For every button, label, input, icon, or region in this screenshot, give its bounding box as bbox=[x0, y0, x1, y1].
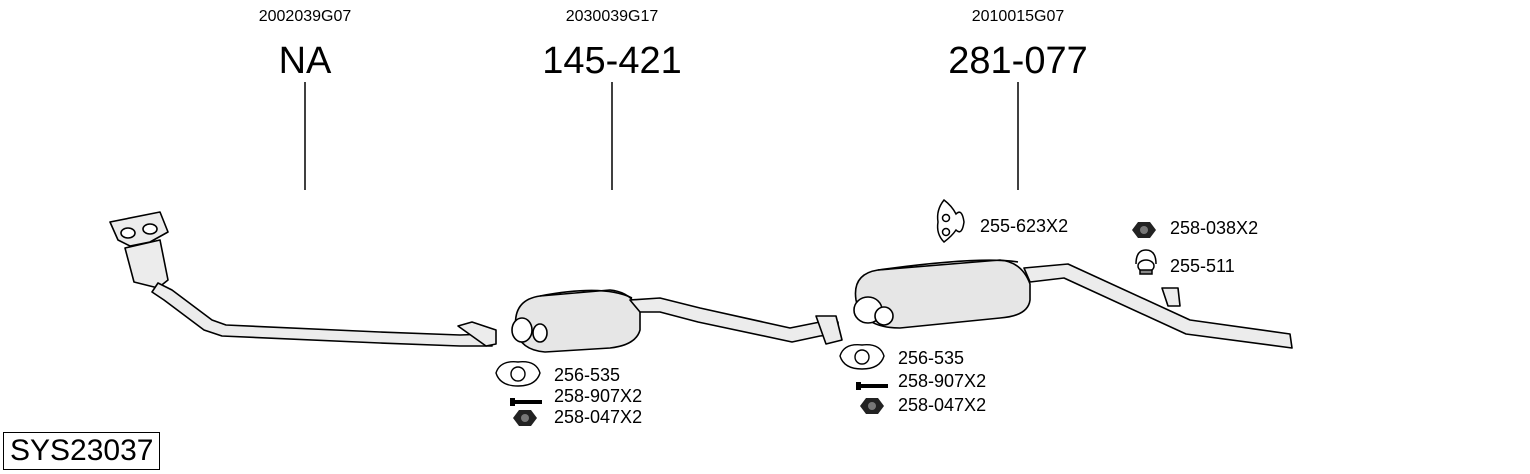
rear-nut-icon bbox=[860, 398, 884, 414]
rear-nut-label: 258-047X2 bbox=[898, 395, 987, 415]
front-gasket-label: 256-535 bbox=[554, 365, 621, 385]
front-pipe bbox=[109, 211, 497, 347]
oem-number-3: 2010015G07 bbox=[971, 8, 1065, 25]
nut-label: 258-038X2 bbox=[1170, 218, 1259, 238]
rubber-hanger-icon bbox=[936, 198, 965, 243]
rear-gasket-icon bbox=[839, 344, 885, 370]
rear-silencer bbox=[853, 259, 1293, 349]
front-bolt-label: 258-907X2 bbox=[554, 386, 643, 406]
front-nut-label: 258-047X2 bbox=[554, 407, 643, 427]
oem-number-2: 2030039G17 bbox=[565, 8, 659, 25]
clamp-label: 255-511 bbox=[1170, 256, 1235, 276]
middle-silencer bbox=[511, 289, 843, 353]
rear-gasket-label: 256-535 bbox=[898, 348, 965, 368]
front-gasket-icon bbox=[495, 361, 541, 387]
part-number-1: NA bbox=[278, 40, 332, 82]
system-code-box: SYS23037 bbox=[3, 432, 161, 470]
clamp-icon bbox=[1135, 249, 1157, 275]
nut-icon bbox=[1132, 222, 1156, 238]
rear-bolt-label: 258-907X2 bbox=[898, 371, 987, 391]
part-number-3: 281-077 bbox=[948, 40, 1088, 82]
front-bolt-icon bbox=[510, 398, 542, 406]
hanger-label: 255-623X2 bbox=[980, 216, 1069, 236]
oem-number-1: 2002039G07 bbox=[258, 8, 352, 25]
part-number-2: 145-421 bbox=[542, 40, 682, 82]
rear-bolt-icon bbox=[856, 382, 888, 390]
front-nut-icon bbox=[513, 410, 537, 426]
